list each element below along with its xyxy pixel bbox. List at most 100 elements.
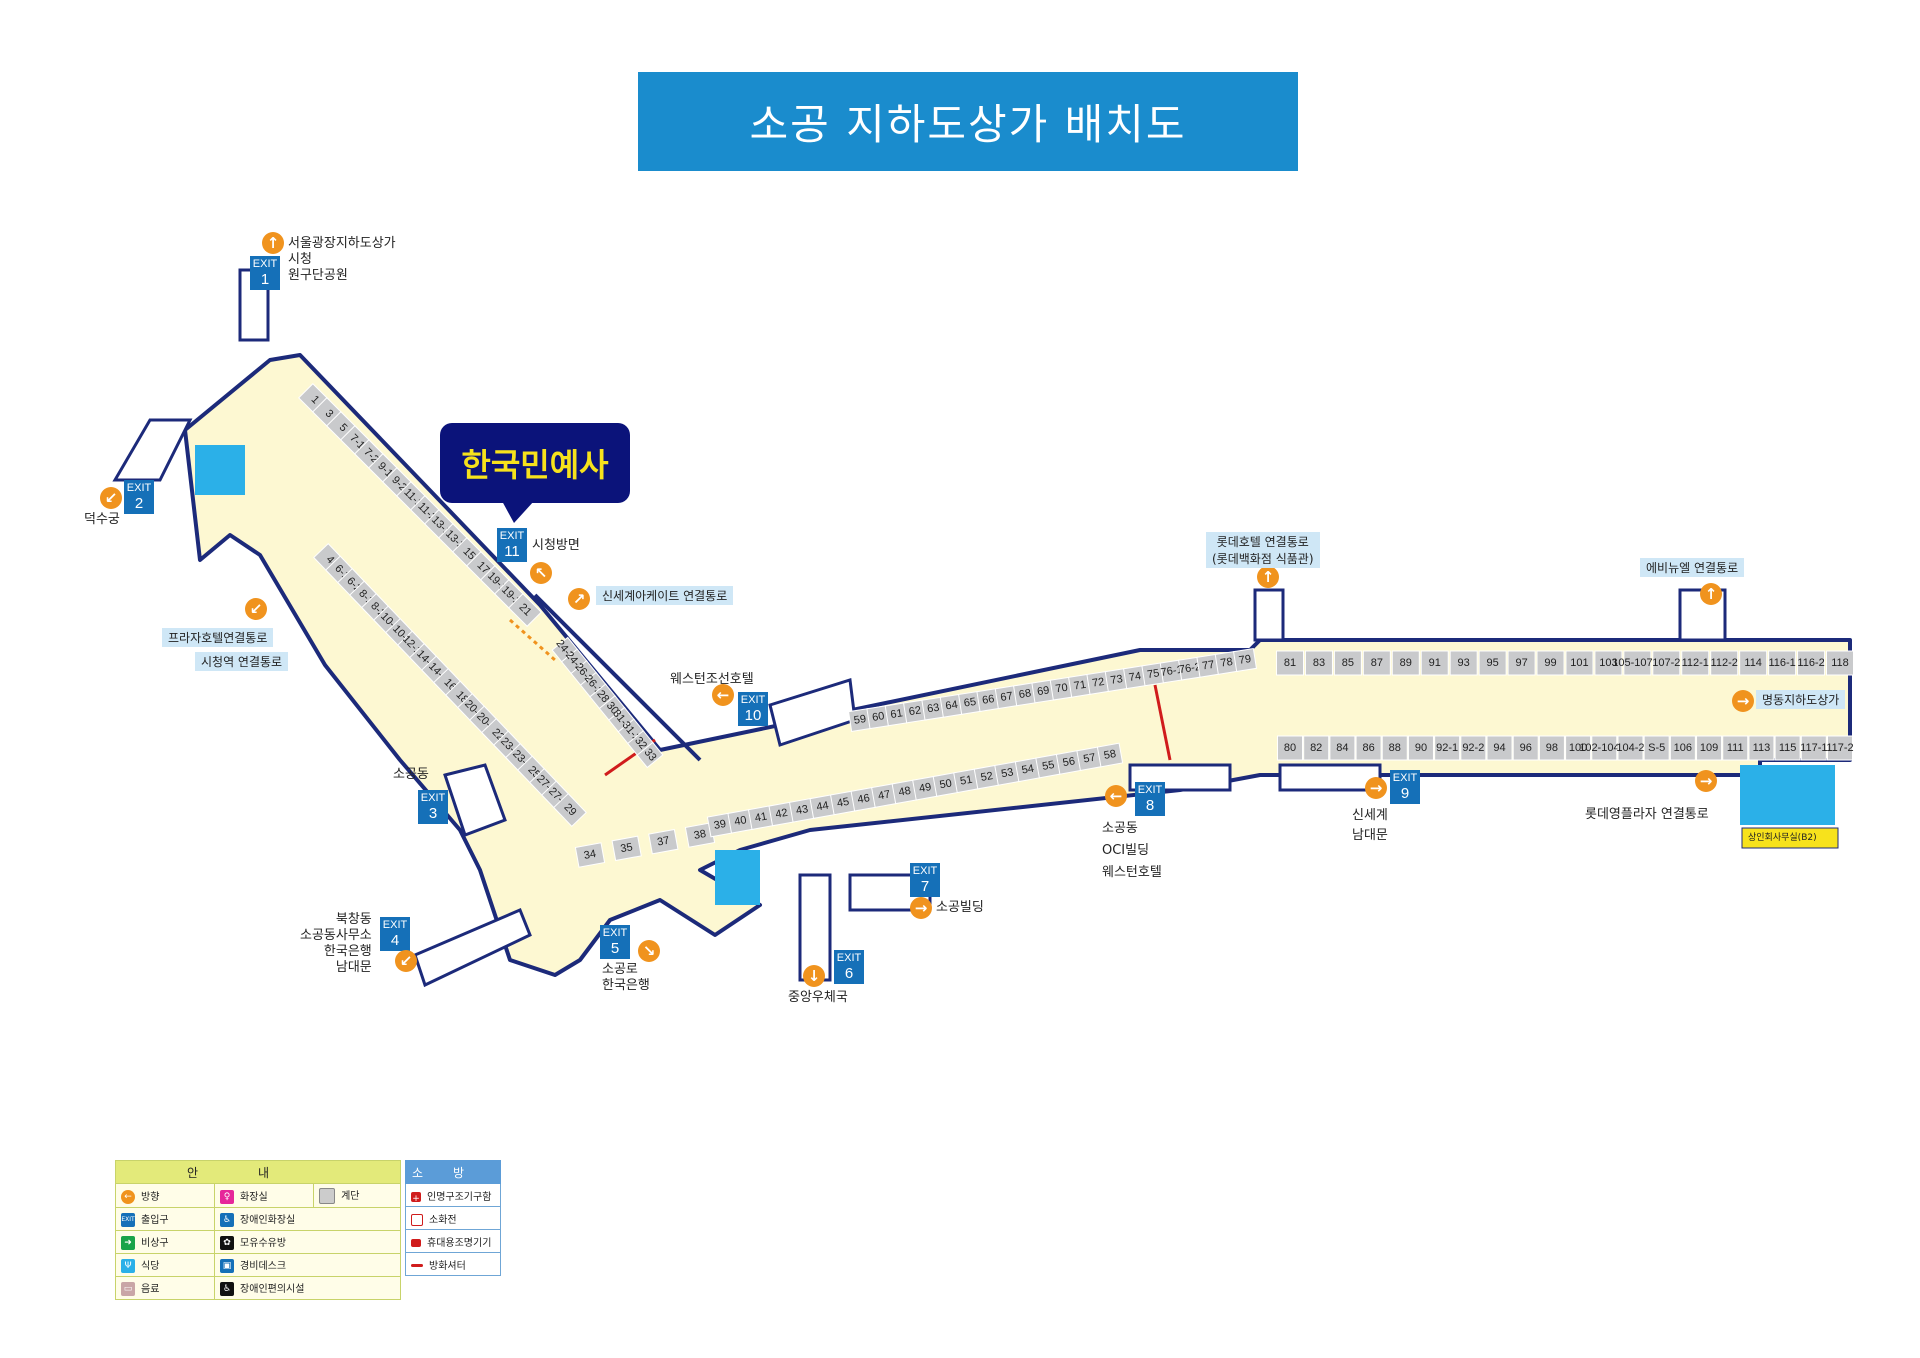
store-32[interactable]: 32 [627,730,655,757]
store-65[interactable]: 65 [958,690,982,715]
store-37[interactable]: 37 [648,828,679,855]
store-92-1[interactable]: 92-1 [1434,735,1461,761]
store-28[interactable]: 28 [589,683,617,710]
store-101[interactable]: 101 [1565,650,1594,676]
store-97[interactable]: 97 [1507,650,1536,676]
store-73[interactable]: 73 [1104,668,1129,692]
store-39[interactable]: 39 [706,812,734,838]
store-117-2[interactable]: 117-2 [1826,735,1854,761]
plaza-hotel-passage[interactable]: 프라자호텔연결통로 [162,628,274,647]
store-82[interactable]: 82 [1303,735,1330,761]
store-45[interactable]: 45 [829,790,857,816]
store-94[interactable]: 94 [1486,735,1513,761]
shinsegae-arcade-passage[interactable]: 신세계아케이트 연결통로 [596,586,734,605]
store-114[interactable]: 114 [1739,650,1768,676]
store-62[interactable]: 62 [903,699,927,724]
store-49[interactable]: 49 [912,775,939,801]
store-44[interactable]: 44 [809,794,836,819]
store-115[interactable]: 115 [1774,735,1801,761]
store-102-104-1[interactable]: 102-104-1 [1579,735,1629,761]
store-109[interactable]: 109 [1696,735,1723,761]
store-92-2[interactable]: 92-2 [1460,735,1487,761]
store-84[interactable]: 84 [1329,735,1356,761]
store-90[interactable]: 90 [1407,735,1434,761]
store-81[interactable]: 81 [1276,650,1304,676]
cityhall-station-passage[interactable]: 시청역 연결통로 [195,652,289,671]
store-67[interactable]: 67 [994,685,1019,710]
store-104-2[interactable]: 104-2 [1616,735,1645,761]
store-63[interactable]: 63 [921,696,946,721]
store-54[interactable]: 54 [1014,757,1042,783]
store-57[interactable]: 57 [1076,746,1103,772]
store-number: 48 [898,785,912,799]
store-68[interactable]: 68 [1013,682,1037,707]
store-100[interactable]: 100 [1565,735,1592,761]
store-116-1[interactable]: 116-1 [1768,650,1797,676]
store-117-1[interactable]: 117-1 [1800,735,1827,761]
store-106[interactable]: 106 [1669,735,1696,761]
store-118[interactable]: 118 [1826,650,1854,676]
store-stall [1276,650,1304,676]
store-98[interactable]: 98 [1538,735,1565,761]
store-S-5[interactable]: S-5 [1643,735,1670,761]
store-66[interactable]: 66 [976,688,1001,712]
store-89[interactable]: 89 [1391,650,1420,676]
store-111[interactable]: 111 [1722,735,1749,761]
store-60[interactable]: 60 [866,705,891,730]
store-53[interactable]: 53 [994,761,1021,786]
store-21[interactable]: 21 [508,593,542,627]
store-29[interactable]: 29 [553,792,587,828]
store-76-2[interactable]: 76-2 [1178,656,1203,681]
store-38[interactable]: 38 [684,822,716,848]
store-35[interactable]: 35 [611,835,642,862]
store-95[interactable]: 95 [1478,650,1507,676]
accessible-restroom-icon: ♿ [220,1213,235,1227]
store-80[interactable]: 80 [1277,735,1303,761]
store-112-2[interactable]: 112-2 [1710,650,1739,676]
store-56[interactable]: 56 [1055,750,1083,775]
store-113[interactable]: 113 [1748,735,1775,761]
store-79[interactable]: 79 [1233,648,1257,672]
store-34[interactable]: 34 [574,842,606,868]
store-74[interactable]: 74 [1123,665,1147,690]
store-83[interactable]: 83 [1304,650,1333,676]
store-76-1[interactable]: 76-1 [1159,659,1184,684]
store-47[interactable]: 47 [871,783,898,808]
store-93[interactable]: 93 [1449,650,1478,676]
myeongdong-passage[interactable]: 명동지하도상가 [1756,690,1846,709]
store-116-2[interactable]: 116-2 [1797,650,1826,676]
store-91[interactable]: 91 [1420,650,1449,676]
store-number: 58 [1103,748,1117,762]
store-99[interactable]: 99 [1536,650,1565,676]
lotte-hotel-passage[interactable]: 롯데호텔 연결통로 (롯데백화점 식품관) [1206,532,1320,568]
store-40[interactable]: 40 [727,808,754,834]
store-46[interactable]: 46 [850,786,877,812]
avenuel-passage[interactable]: 에비뉴엘 연결통로 [1640,558,1745,577]
store-78[interactable]: 78 [1214,650,1239,675]
store-33[interactable]: 33 [636,741,664,769]
store-number: 38 [693,828,707,842]
store-96[interactable]: 96 [1512,735,1539,761]
store-105-107-1[interactable]: 105-107-1 [1612,650,1662,676]
store-103[interactable]: 103 [1594,650,1623,676]
store-87[interactable]: 87 [1362,650,1391,676]
store-88[interactable]: 88 [1381,735,1408,761]
store-86[interactable]: 86 [1355,735,1382,761]
store-70[interactable]: 70 [1049,676,1074,701]
store-50[interactable]: 50 [932,772,959,797]
store-85[interactable]: 85 [1333,650,1362,676]
store-112-1[interactable]: 112-1 [1681,650,1710,676]
store-107-2[interactable]: 107-2 [1652,650,1680,676]
store-58[interactable]: 58 [1096,742,1124,768]
